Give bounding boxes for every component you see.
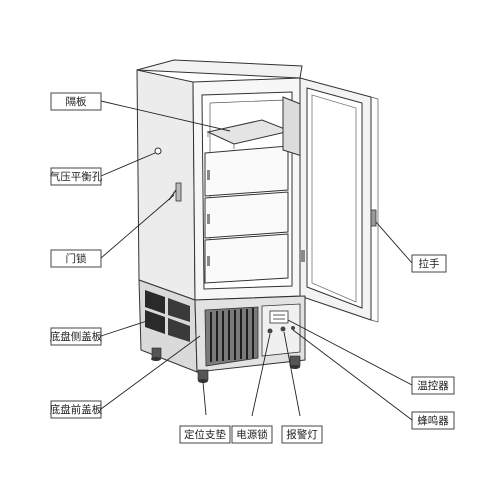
label-buzzer: 蜂鸣器: [411, 411, 455, 430]
alarm-light: [280, 326, 286, 332]
base: [138, 279, 306, 383]
handle: [370, 209, 377, 227]
svg-text:蜂鸣器: 蜂鸣器: [417, 414, 449, 427]
label-door-lock: 门锁: [50, 249, 102, 268]
label-partition: 隔板: [50, 92, 102, 111]
outer-door-inner: [306, 87, 363, 309]
svg-text:定位支垫: 定位支垫: [184, 428, 226, 441]
drawer-2: [204, 191, 289, 239]
pressure-hole: [154, 147, 162, 155]
label-alarm-light: 报警灯: [281, 425, 323, 444]
label-handle: 拉手: [411, 254, 447, 273]
cabinet-top: [136, 59, 303, 79]
label-base-front-cover: 底盘前盖板: [50, 400, 103, 419]
foot-1: [151, 347, 162, 359]
label-pressure-hole: 气压平衡孔: [50, 167, 103, 186]
svg-text:拉手: 拉手: [419, 257, 440, 270]
cabinet-side: [136, 69, 196, 301]
svg-text:底盘侧盖板: 底盘侧盖板: [50, 330, 103, 343]
outer-door-gasket: [311, 94, 357, 303]
foot-3: [289, 355, 301, 367]
drawer-1: [204, 145, 289, 197]
svg-text:底盘前盖板: 底盘前盖板: [50, 403, 103, 416]
svg-text:隔板: 隔板: [66, 95, 87, 108]
label-power-lock: 电源锁: [231, 425, 273, 444]
power-lock: [267, 328, 273, 334]
label-base-side-cover: 底盘侧盖板: [50, 327, 103, 346]
front-grille: [204, 306, 259, 367]
svg-text:门锁: 门锁: [66, 252, 87, 265]
label-positioning-foot: 定位支垫: [179, 425, 231, 444]
drawers: [204, 145, 289, 284]
drawer-3: [204, 233, 289, 284]
temp-controller: [269, 310, 289, 324]
outer-door: [299, 77, 379, 323]
buzzer: [291, 326, 295, 330]
label-temp-controller: 温控器: [411, 376, 455, 395]
svg-text:报警灯: 报警灯: [286, 428, 318, 441]
leader-lines: [100, 100, 413, 421]
svg-text:温控器: 温控器: [417, 379, 449, 392]
foot-2: [197, 369, 209, 381]
svg-text:气压平衡孔: 气压平衡孔: [50, 170, 103, 183]
svg-text:电源锁: 电源锁: [236, 428, 268, 441]
